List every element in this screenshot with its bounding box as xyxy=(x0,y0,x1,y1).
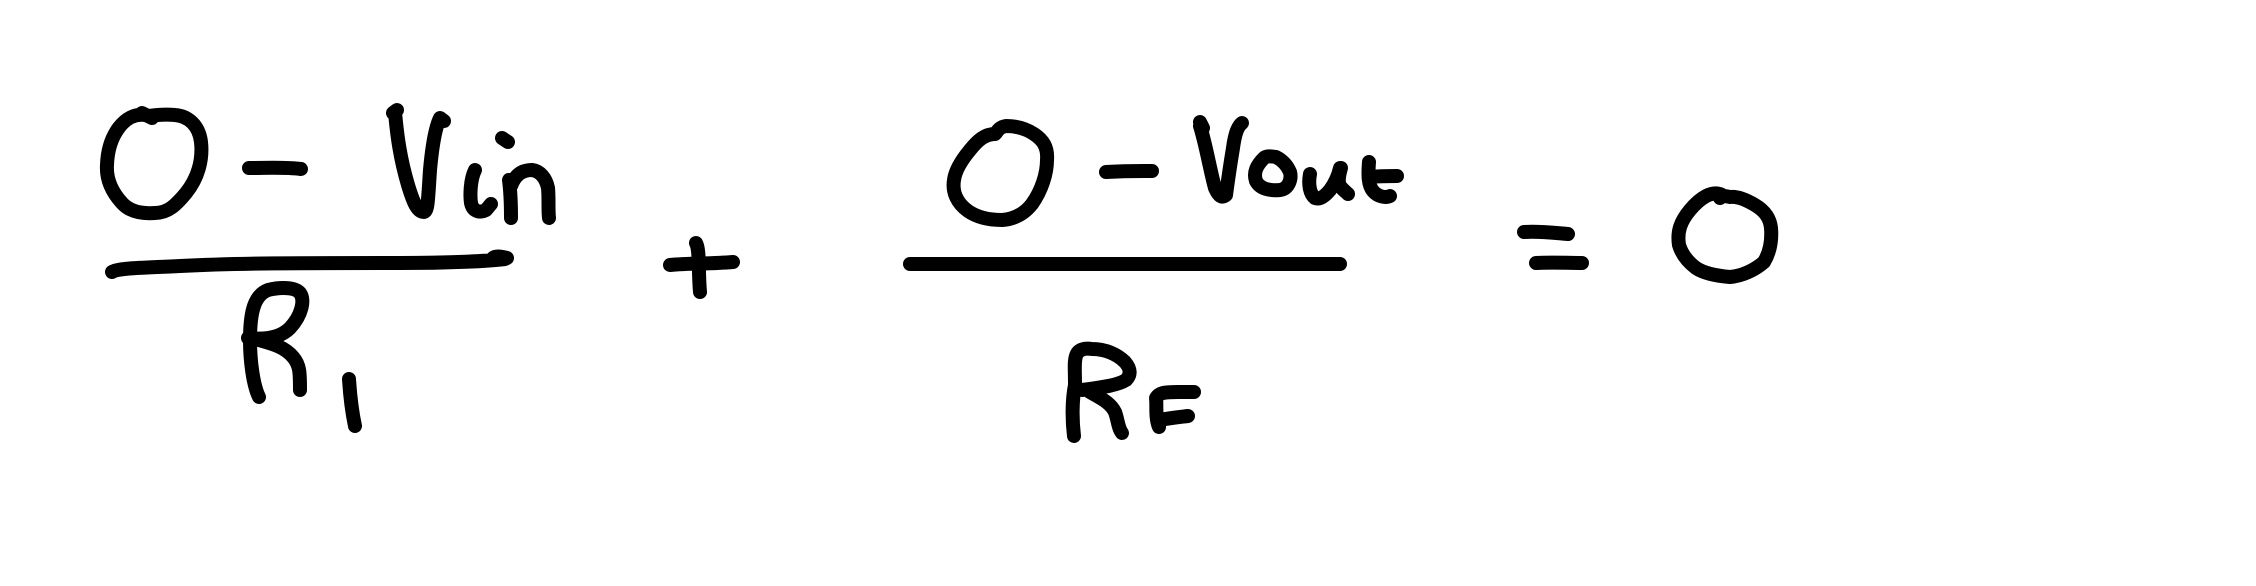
rhs-zero xyxy=(1671,186,1779,284)
letter-v xyxy=(1193,116,1249,204)
term1-fraction xyxy=(99,103,556,433)
digit-zero xyxy=(946,119,1055,227)
letter-t xyxy=(1361,155,1404,204)
letter-f xyxy=(1149,385,1201,434)
minus-sign xyxy=(242,160,308,176)
letter-i xyxy=(463,163,498,219)
letter-r xyxy=(241,281,310,404)
term1-denominator xyxy=(241,281,362,433)
term1-numerator xyxy=(99,103,556,225)
letter-u xyxy=(1302,161,1355,206)
minus-sign xyxy=(1099,164,1159,179)
digit-zero xyxy=(99,107,209,221)
fraction-bar-1 xyxy=(105,249,514,279)
i-dot xyxy=(495,131,515,149)
term2-denominator xyxy=(1065,341,1201,443)
letter-v xyxy=(388,105,451,219)
equals-sign xyxy=(1517,224,1589,270)
term2-numerator xyxy=(946,115,1404,227)
term2-fraction xyxy=(903,115,1404,443)
letter-r xyxy=(1065,341,1137,443)
digit-one xyxy=(342,372,362,433)
plus-sign xyxy=(663,236,740,299)
letter-o xyxy=(1248,149,1298,198)
letter-n xyxy=(502,163,556,225)
